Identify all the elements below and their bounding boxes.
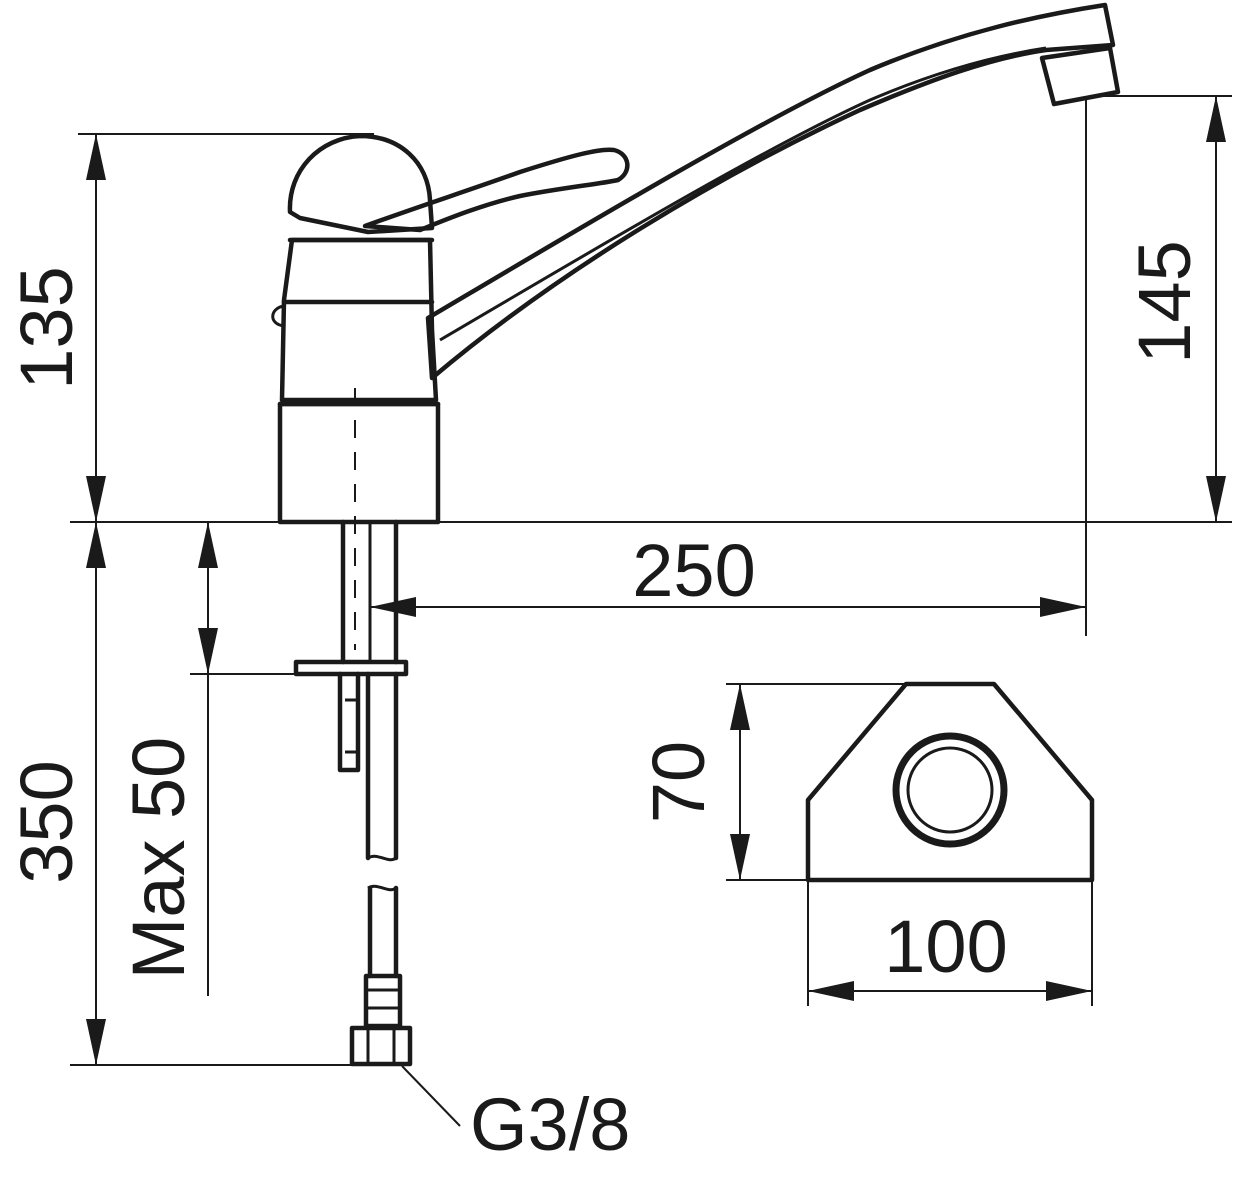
- label-135: 135: [5, 266, 88, 389]
- dim-145-arrow-bottom: [1206, 476, 1226, 522]
- faucet-side-view: [271, 2, 1121, 1067]
- label-max50: Max 50: [117, 737, 200, 980]
- label-350: 350: [5, 760, 88, 883]
- body-knob: [271, 304, 285, 328]
- hose-ferrule: [363, 973, 403, 1029]
- dim-350-arrow-top: [86, 522, 106, 568]
- faucet-body: [279, 237, 439, 403]
- dim-max50-arrow-bottom: [198, 628, 218, 674]
- dim-250-arrow-left: [370, 597, 416, 617]
- spout-inner-line: [439, 46, 1047, 342]
- dim-100-arrow-left: [808, 981, 854, 1001]
- dim-max50-arrow-top: [198, 522, 218, 568]
- dim-135-arrow-top: [86, 134, 106, 180]
- dim-135-arrow-bottom: [86, 476, 106, 522]
- hose-break-top: [367, 854, 397, 862]
- base-plate-top-view: [726, 681, 1095, 1006]
- label-250: 250: [632, 529, 755, 612]
- threaded-rod: [337, 671, 361, 773]
- spout-aerator: [1039, 45, 1121, 107]
- label-70: 70: [637, 741, 720, 823]
- label-100: 100: [884, 905, 1007, 988]
- base-plate-outline: [805, 681, 1095, 883]
- dim-70-arrow-top: [730, 684, 750, 730]
- dim-70-arrow-bottom: [730, 834, 750, 880]
- base-plate-hole-outer: [892, 732, 1008, 848]
- dim-250-arrow-right: [1040, 597, 1086, 617]
- label-145: 145: [1123, 240, 1206, 363]
- mounting-washer: [293, 659, 409, 677]
- connection-nut: [349, 1025, 413, 1067]
- hose-upper: [365, 671, 399, 861]
- dim-145-arrow-top: [1206, 96, 1226, 142]
- base-plate-hole-inner: [906, 746, 994, 834]
- label-g38: G3/8: [470, 1083, 630, 1166]
- lever-handle: [362, 147, 630, 233]
- dimension-labels: 135 350 Max 50 145 250 70 100 G3/8: [5, 240, 1206, 1166]
- dim-350-arrow-bottom: [86, 1019, 106, 1065]
- faucet-spout: [425, 2, 1116, 381]
- faucet-cap: [287, 133, 435, 235]
- dim-100-arrow-right: [1046, 981, 1092, 1001]
- g38-leader-line: [401, 1065, 461, 1127]
- hose-lower: [367, 885, 399, 979]
- dimension-lines: [70, 95, 1232, 1127]
- faucet-base: [277, 401, 441, 525]
